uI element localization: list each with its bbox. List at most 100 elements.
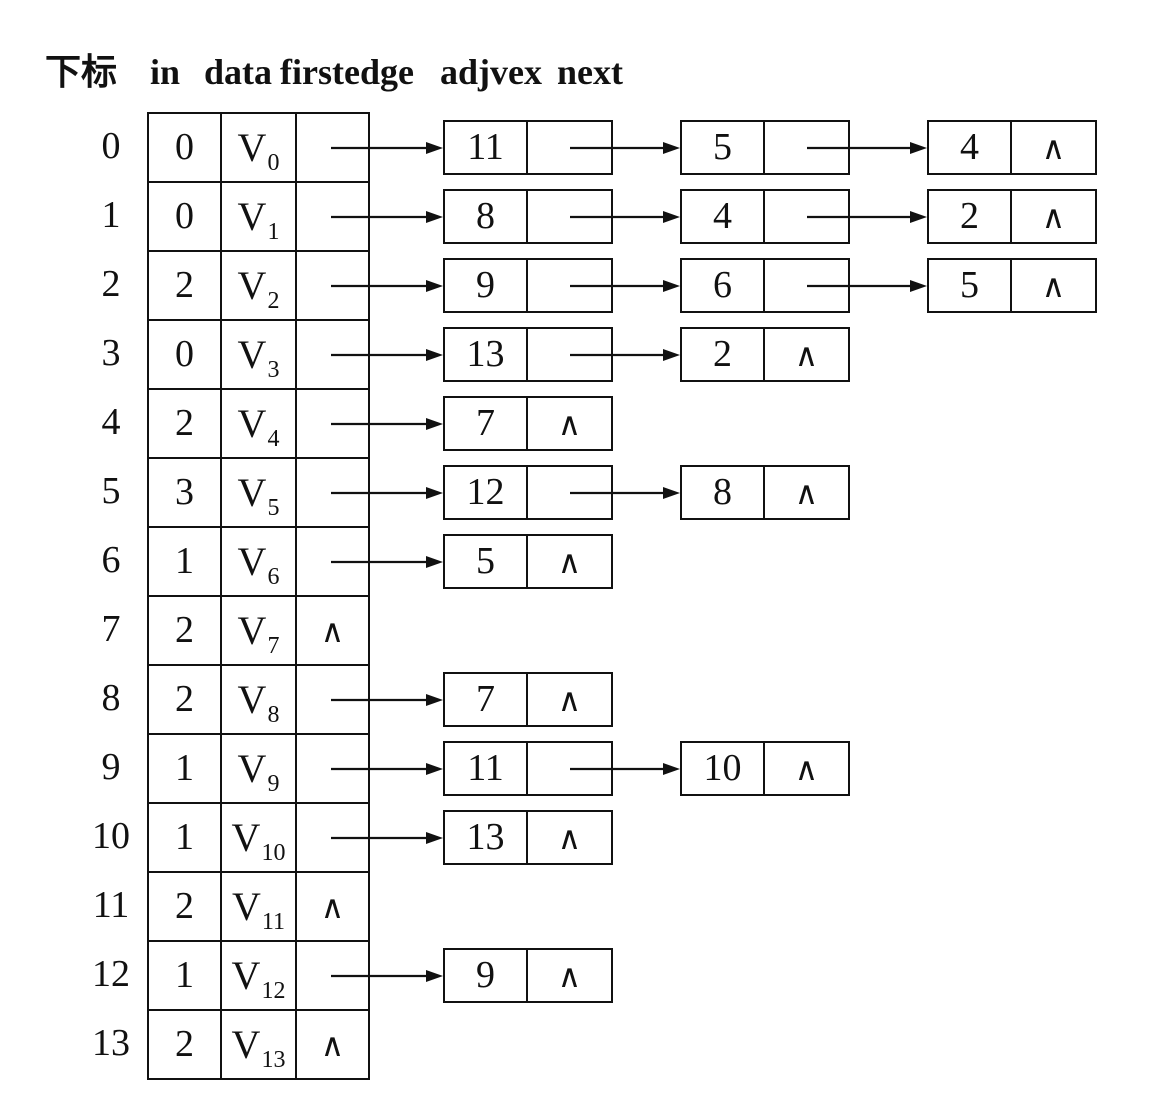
adjvex-cell: 6 [682, 260, 765, 311]
header-data-label: data [204, 52, 273, 92]
row-index-label: 6 [101, 539, 121, 581]
arrow-head [426, 280, 443, 292]
pointer-arrow [807, 142, 927, 154]
arrow-head [663, 349, 680, 361]
adjvex-cell: 11 [445, 122, 528, 173]
vertex-name: V [231, 1022, 261, 1067]
null-pointer-symbol: ∧ [557, 405, 582, 443]
arrow-head [426, 418, 443, 430]
pointer-arrow [331, 142, 443, 154]
vertex-name: V [237, 401, 267, 446]
pointer-arrow [807, 211, 927, 223]
edge-node: 2∧ [927, 189, 1097, 244]
arrow-head [663, 142, 680, 154]
row-index-label: 4 [101, 401, 121, 443]
vertex-name: V [237, 677, 267, 722]
arrow-head [426, 832, 443, 844]
null-pointer-symbol: ∧ [320, 612, 345, 650]
adjvex-cell: 5 [445, 536, 528, 587]
row-index-label: 0 [101, 125, 121, 167]
row-index-label: 11 [92, 884, 130, 926]
edge-node: 5∧ [927, 258, 1097, 313]
next-cell: ∧ [765, 467, 848, 518]
edge-node: 4∧ [927, 120, 1097, 175]
pointer-arrow [331, 763, 443, 775]
row-index-label: 13 [92, 1022, 130, 1064]
vertex-name: V [231, 815, 261, 860]
null-pointer-symbol: ∧ [1041, 198, 1066, 236]
vertex-name: V [237, 332, 267, 377]
arrow-head [426, 349, 443, 361]
vertex-subscript: 5 [267, 495, 280, 521]
next-cell: ∧ [1012, 191, 1095, 242]
header-index-label: 下标 [45, 52, 118, 92]
data-cell: V13 [220, 1009, 297, 1080]
pointer-arrow [570, 142, 680, 154]
adjvex-cell: 2 [929, 191, 1012, 242]
arrow-head [663, 763, 680, 775]
arrow-head [426, 211, 443, 223]
vertex-subscript: 8 [267, 702, 280, 728]
adjvex-cell: 9 [445, 260, 528, 311]
pointer-arrow [807, 280, 927, 292]
adjvex-cell: 12 [445, 467, 528, 518]
next-cell: ∧ [1012, 260, 1095, 311]
data-cell: V11 [220, 871, 297, 942]
null-pointer-symbol: ∧ [557, 543, 582, 581]
pointer-arrow [331, 832, 443, 844]
vertex-subscript: 10 [261, 840, 286, 866]
vertex-subscript: 13 [261, 1047, 286, 1073]
null-pointer-symbol: ∧ [1041, 129, 1066, 167]
arrow-head [426, 556, 443, 568]
pointer-arrow [331, 487, 443, 499]
vertex-subscript: 12 [261, 978, 286, 1004]
data-cell: V12 [220, 940, 297, 1011]
arrow-head [426, 487, 443, 499]
edge-node: 5∧ [443, 534, 613, 589]
pointer-arrow [331, 418, 443, 430]
adjvex-cell: 11 [445, 743, 528, 794]
arrow-head [910, 142, 927, 154]
adjvex-cell: 9 [445, 950, 528, 1001]
row-index-label: 5 [101, 470, 121, 512]
adjvex-cell: 13 [445, 329, 528, 380]
vertex-name: V [237, 263, 267, 308]
pointer-arrow [570, 211, 680, 223]
pointer-arrow [570, 487, 680, 499]
next-cell: ∧ [765, 743, 848, 794]
header-adjvex-label: adjvex [440, 52, 542, 92]
next-cell: ∧ [765, 329, 848, 380]
firstedge-cell: ∧ [295, 1009, 370, 1080]
next-cell: ∧ [528, 950, 611, 1001]
vertex-name: V [237, 539, 267, 584]
arrow-head [426, 142, 443, 154]
vertex-name: V [231, 953, 261, 998]
next-cell: ∧ [528, 536, 611, 587]
header-firstedge-label: firstedge [280, 52, 414, 92]
row-index-label: 10 [92, 815, 130, 857]
pointer-arrow [331, 556, 443, 568]
vertex-subscript: 6 [267, 564, 280, 590]
vertex-subscript: 3 [267, 357, 280, 383]
vertex-subscript: 1 [267, 219, 280, 245]
null-pointer-symbol: ∧ [794, 336, 819, 374]
adjvex-cell: 10 [682, 743, 765, 794]
next-cell: ∧ [1012, 122, 1095, 173]
adjvex-cell: 2 [682, 329, 765, 380]
vertex-subscript: 0 [267, 150, 280, 176]
header-next-label: next [557, 52, 623, 92]
header-in-label: in [150, 52, 181, 92]
row-index-label: 7 [101, 608, 121, 650]
vertex-subscript: 7 [267, 633, 280, 659]
null-pointer-symbol: ∧ [557, 957, 582, 995]
arrow-head [663, 211, 680, 223]
vertex-name: V [237, 470, 267, 515]
adjvex-cell: 4 [682, 191, 765, 242]
